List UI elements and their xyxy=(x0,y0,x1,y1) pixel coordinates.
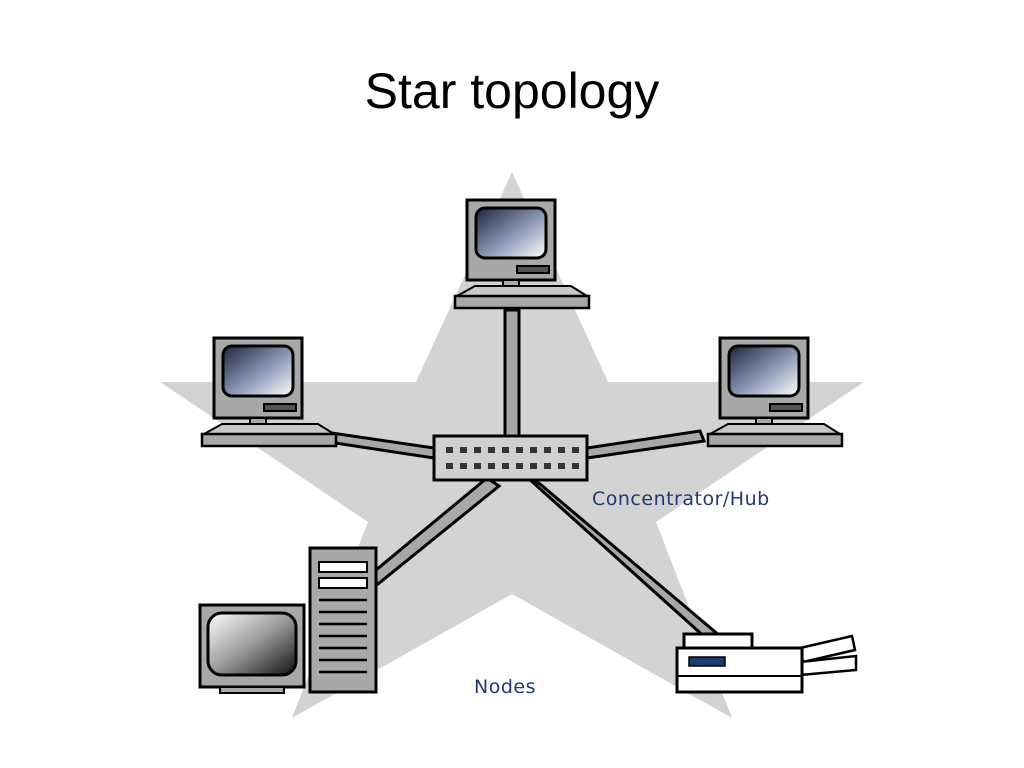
slide-title: Star topology xyxy=(364,63,660,119)
nodes-label: Nodes xyxy=(474,676,536,698)
hub-label: Concentrator/Hub xyxy=(592,488,770,510)
server-tower-icon xyxy=(308,546,378,694)
computer-icon xyxy=(198,603,306,694)
computer-icon xyxy=(453,198,591,310)
hub-icon xyxy=(432,434,589,482)
printer-icon xyxy=(675,632,858,694)
